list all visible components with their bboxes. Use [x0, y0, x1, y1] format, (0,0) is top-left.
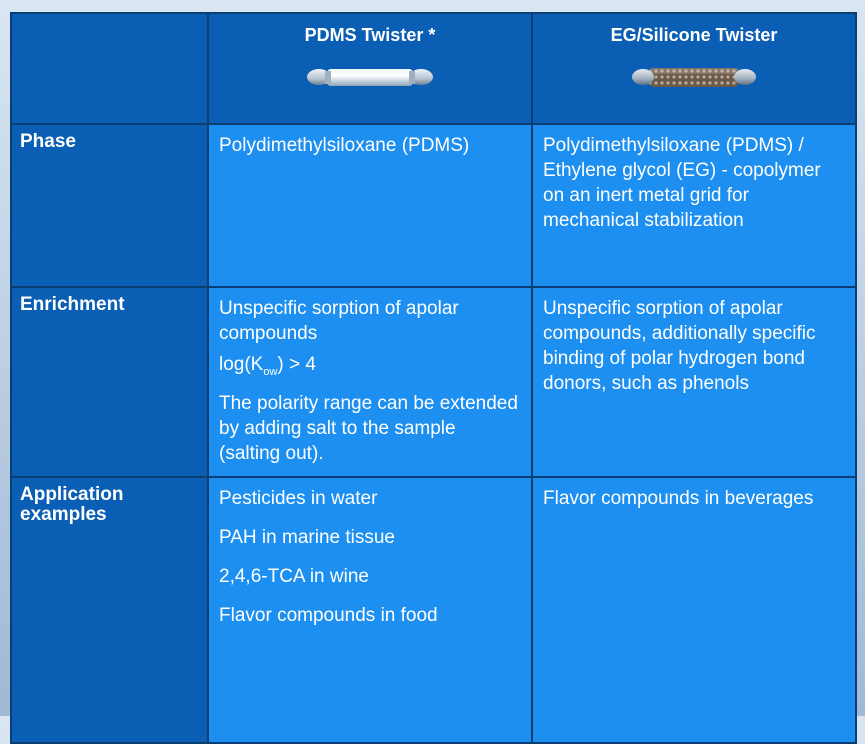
column-title-eg-silicone: EG/Silicone Twister [610, 25, 778, 45]
comparison-table: PDMS Twister * [10, 12, 857, 744]
cell-text: Polydimethylsiloxane (PDMS) / Ethylene g… [543, 135, 821, 231]
cell-phase-pdms: Polydimethylsiloxane (PDMS) [207, 123, 533, 288]
table-row: Enrichment Unspecific sorption of apolar… [10, 286, 857, 478]
kow-expression: log(Kow) > 4 [219, 352, 521, 385]
pdms-twister-image [307, 69, 433, 86]
list-item: 2,4,6-TCA in wine [219, 566, 369, 587]
column-title-pdms: PDMS Twister * [304, 25, 436, 45]
cell-phase-eg-silicone: Polydimethylsiloxane (PDMS) / Ethylene g… [531, 123, 857, 288]
list-item: Flavor compounds in food [219, 605, 438, 626]
header-row: PDMS Twister * [10, 12, 857, 125]
cell-text: Polydimethylsiloxane (PDMS) [219, 135, 470, 156]
cell-text: The polarity range can be extended by ad… [219, 393, 518, 464]
list-item: PAH in marine tissue [219, 527, 395, 548]
kow-subscript: ow [263, 366, 278, 378]
cell-enrichment-pdms: Unspecific sorption of apolar compounds … [207, 286, 533, 478]
cell-applications-pdms: Pesticides in water PAH in marine tissue… [207, 476, 533, 744]
header-pdms-twister: PDMS Twister * [207, 12, 533, 125]
cell-text: Unspecific sorption of apolar compounds [219, 298, 459, 344]
eg-silicone-twister-image [632, 68, 756, 87]
cell-applications-eg-silicone: Flavor compounds in beverages [531, 476, 857, 744]
row-label-enrichment: Enrichment [10, 286, 209, 478]
header-empty-corner [10, 12, 209, 125]
list-item: Pesticides in water [219, 488, 378, 509]
kow-prefix: log(K [219, 354, 264, 375]
row-label-application-examples: Application examples [10, 476, 209, 744]
table-row: Phase Polydimethylsiloxane (PDMS) Polydi… [10, 123, 857, 288]
header-eg-silicone-twister: EG/Silicone Twister [531, 12, 857, 125]
kow-suffix: ) > 4 [277, 354, 316, 375]
list-item: Flavor compounds in beverages [543, 488, 814, 509]
table-row: Application examples Pesticides in water… [10, 476, 857, 744]
cell-enrichment-eg-silicone: Unspecific sorption of apolar compounds,… [531, 286, 857, 478]
cell-text: Unspecific sorption of apolar compounds,… [543, 298, 816, 394]
comparison-table-container: PDMS Twister * [10, 12, 857, 744]
row-label-phase: Phase [10, 123, 209, 288]
